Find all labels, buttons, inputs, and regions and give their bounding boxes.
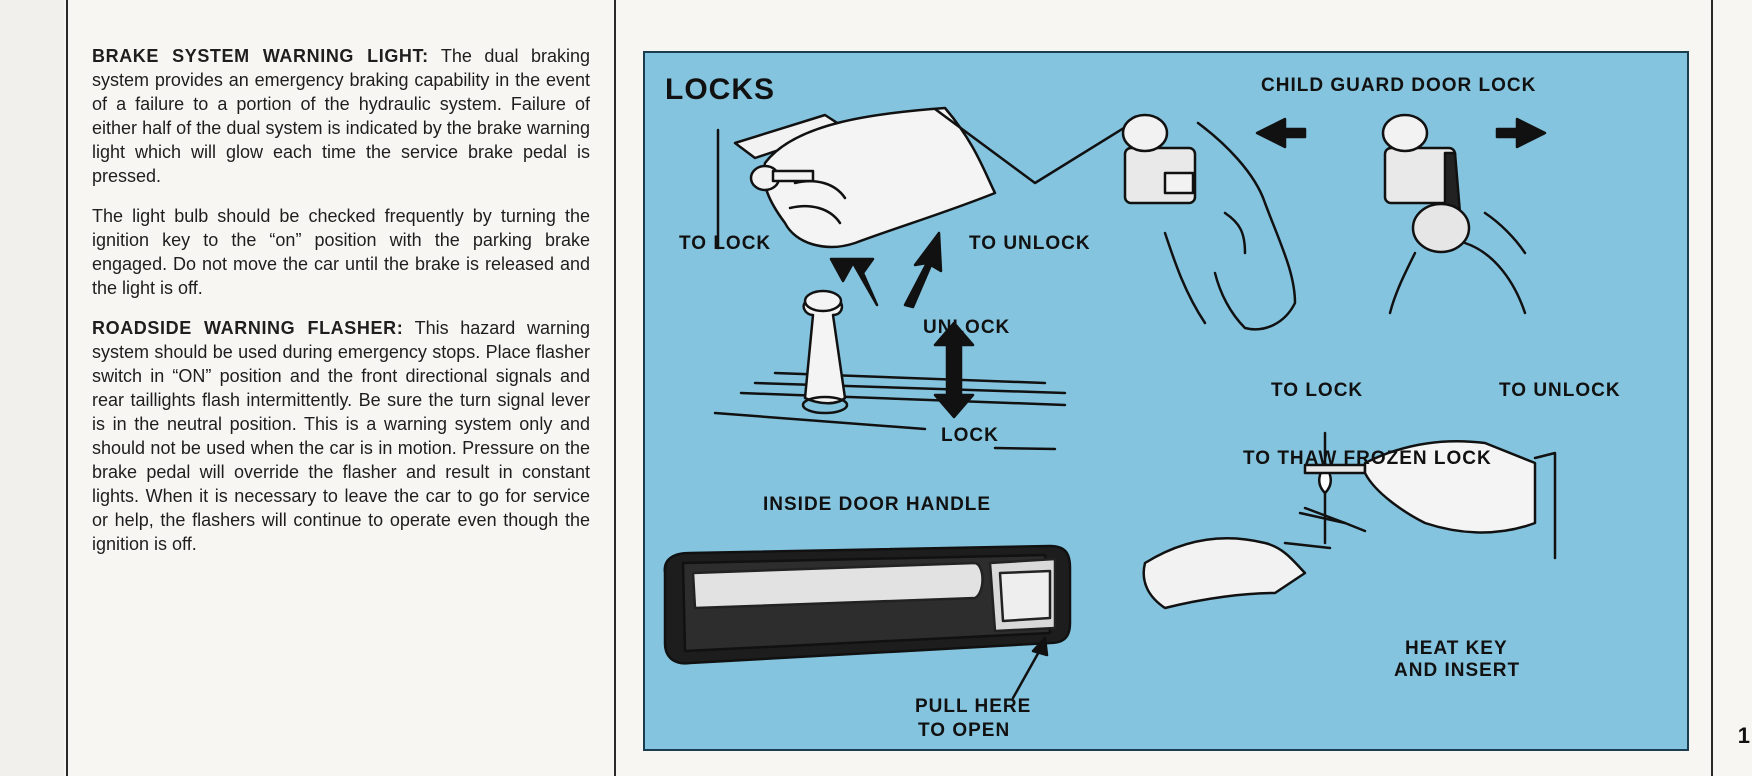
- heading-brake-warning: BRAKE SYSTEM WARNING LIGHT:: [92, 46, 429, 66]
- locks-illustration-panel: LOCKS TO LOCK TO UNLOCK UNLOCK LOCK INSI…: [643, 51, 1689, 751]
- door-lock-knob-icon: [713, 289, 1067, 451]
- paragraph-light-bulb: The light bulb should be checked frequen…: [92, 204, 590, 300]
- thaw-frozen-lock-icon: [1142, 431, 1557, 610]
- label-child-guard-lock: CHILD GUARD DOOR LOCK: [1261, 75, 1537, 96]
- label-thaw-frozen-lock: TO THAW FROZEN LOCK: [1243, 448, 1492, 469]
- key-lock-hand-icon: [716, 106, 1142, 250]
- label-pull-here: PULL HERE: [915, 696, 1032, 717]
- text-brake-warning: The dual braking system provides an emer…: [92, 46, 590, 186]
- column-rule-middle: [614, 0, 616, 776]
- label-to-lock-key: TO LOCK: [679, 233, 772, 254]
- text-flasher: This hazard warning system should be use…: [92, 318, 590, 554]
- column-rule-left: [66, 0, 68, 776]
- arrow-to-unlock-icon: [903, 231, 943, 309]
- label-unlock-knob: UNLOCK: [923, 317, 1011, 338]
- heading-flasher: ROADSIDE WARNING FLASHER:: [92, 318, 404, 338]
- child-unlock-arrow-icon: [1495, 117, 1547, 149]
- label-and-insert: AND INSERT: [1394, 660, 1521, 681]
- label-heat-key: HEAT KEY: [1405, 638, 1508, 659]
- label-child-to-unlock: TO UNLOCK: [1499, 380, 1621, 401]
- label-child-to-lock: TO LOCK: [1271, 380, 1364, 401]
- label-to-open: TO OPEN: [918, 720, 1011, 741]
- page-margin: [0, 0, 64, 776]
- label-lock-knob: LOCK: [941, 425, 999, 446]
- locks-title: LOCKS: [665, 73, 775, 106]
- label-inside-door-handle: INSIDE DOOR HANDLE: [763, 494, 992, 515]
- arrow-to-lock-icon: [829, 257, 879, 307]
- text-light-bulb: The light bulb should be checked frequen…: [92, 206, 590, 298]
- child-lock-arrow-icon: [1255, 117, 1307, 149]
- column-rule-right: [1711, 0, 1713, 776]
- paragraph-brake-warning: BRAKE SYSTEM WARNING LIGHT: The dual bra…: [92, 44, 590, 188]
- label-to-unlock-key: TO UNLOCK: [969, 233, 1091, 254]
- inside-door-handle-icon: [663, 544, 1072, 665]
- paragraph-flasher: ROADSIDE WARNING FLASHER: This hazard wa…: [92, 316, 590, 556]
- locks-illustration-art: [663, 106, 1557, 700]
- child-guard-lock-icon: [1121, 113, 1527, 331]
- page-number: 1: [1737, 723, 1750, 748]
- lock-unlock-arrow-icon: [933, 321, 975, 419]
- text-column: BRAKE SYSTEM WARNING LIGHT: The dual bra…: [92, 44, 590, 572]
